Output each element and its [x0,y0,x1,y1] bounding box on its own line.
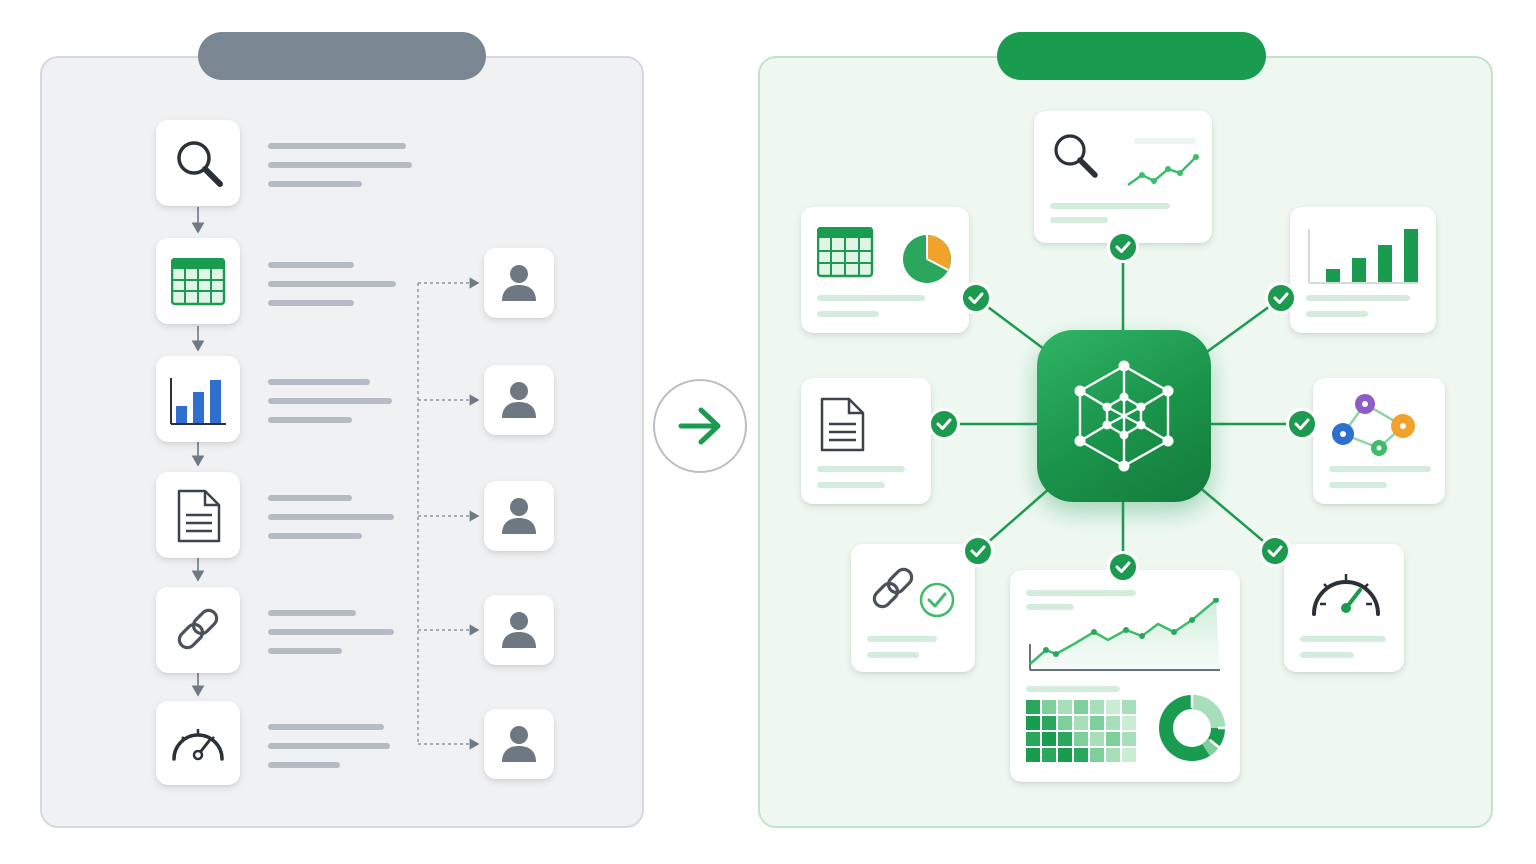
dashboard-text-line [1026,686,1120,692]
arrow-right-icon [678,407,721,445]
transition-arrow-circle [653,379,747,473]
search-trend-text-line [1050,203,1170,209]
graph-nodes-icon [1332,394,1415,456]
spreadsheet-pie-card [801,207,969,333]
dashboard-text-line [1026,590,1136,596]
pie-chart-icon [903,235,951,283]
user-icon [502,265,536,301]
user-card [484,595,554,665]
link-verified-text-line [867,652,919,658]
bar-chart-text-line [1306,311,1368,317]
spreadsheet-icon [171,258,226,306]
link-verified-icon [872,567,955,618]
step-document-card [156,472,240,558]
spreadsheet-pie-text-line [817,311,879,317]
dashboard-icon [1029,598,1220,672]
central-hub [1037,330,1211,502]
document-text-line [817,466,905,472]
check-icon [960,282,992,314]
step-document-text-line [268,533,362,539]
step-spreadsheet-text-line [268,281,396,287]
step-bar-chart-text-line [268,398,392,404]
step-spreadsheet-text-line [268,262,354,268]
check-icon [962,535,994,567]
step-link-text-line [268,648,342,654]
step-bar-chart-text-line [268,379,370,385]
network-hub-icon [1074,360,1174,472]
check-icon [1259,535,1291,567]
graph-nodes-text-line [1329,466,1431,472]
bar-chart-card [1290,207,1436,333]
bar-chart-icon [170,378,226,425]
check-icon [1265,282,1297,314]
step-link-text-line [268,629,394,635]
step-bar-chart-card [156,356,240,442]
step-document-text-line [268,495,352,501]
check-icon [928,408,960,440]
step-link-text-line [268,610,356,616]
step-search-text-line [268,162,412,168]
document-icon [177,489,221,543]
trend-line-icon [1127,154,1199,187]
user-icon [502,612,536,648]
user-icon [502,382,536,418]
graph-nodes-text-line [1329,482,1387,488]
search-trend-card [1034,111,1212,243]
step-search-text-line [268,181,362,187]
heatmap-icon [1026,700,1136,762]
donut-chart-icon [1159,694,1228,761]
gauge-text-line [1300,652,1354,658]
user-icon [502,498,536,534]
document-icon [820,397,865,452]
step-document-text-line [268,514,394,520]
gauge-card [1284,544,1404,672]
step-gauge-text-line [268,743,390,749]
document-card [801,378,931,504]
bar-chart-icon [1308,229,1418,284]
legacy-panel-header [198,32,486,80]
spreadsheet-pie-icon [817,227,874,278]
bar-chart-text-line [1306,295,1410,301]
dashboard-text-line [1026,604,1074,610]
user-card [484,481,554,551]
step-spreadsheet-card [156,238,240,324]
check-icon [1107,551,1139,583]
step-bar-chart-text-line [268,417,352,423]
step-search-text-line [268,143,406,149]
dashboard-card [1010,570,1240,782]
link-verified-text-line [867,636,937,642]
gauge-text-line [1300,636,1386,642]
search-trend-text-line [1050,217,1108,223]
gauge-icon [172,729,224,761]
check-icon [1107,231,1139,263]
user-card [484,248,554,318]
link-verified-card [851,544,975,672]
step-link-card [156,587,240,673]
step-spreadsheet-text-line [268,300,354,306]
user-icon [502,726,536,762]
graph-nodes-card [1313,378,1445,504]
spreadsheet-pie-text-line [817,295,925,301]
document-text-line [817,482,885,488]
user-card [484,365,554,435]
step-gauge-card [156,701,240,785]
search-trend-text-line [1134,138,1196,144]
step-search-card [156,120,240,206]
check-icon [1286,408,1318,440]
link-icon [177,608,219,650]
step-gauge-text-line [268,762,340,768]
search-trend-icon [1054,134,1098,178]
search-icon [177,141,223,187]
gauge-icon [1312,574,1380,616]
integrated-panel-header [997,32,1266,80]
step-gauge-text-line [268,724,384,730]
user-card [484,709,554,779]
